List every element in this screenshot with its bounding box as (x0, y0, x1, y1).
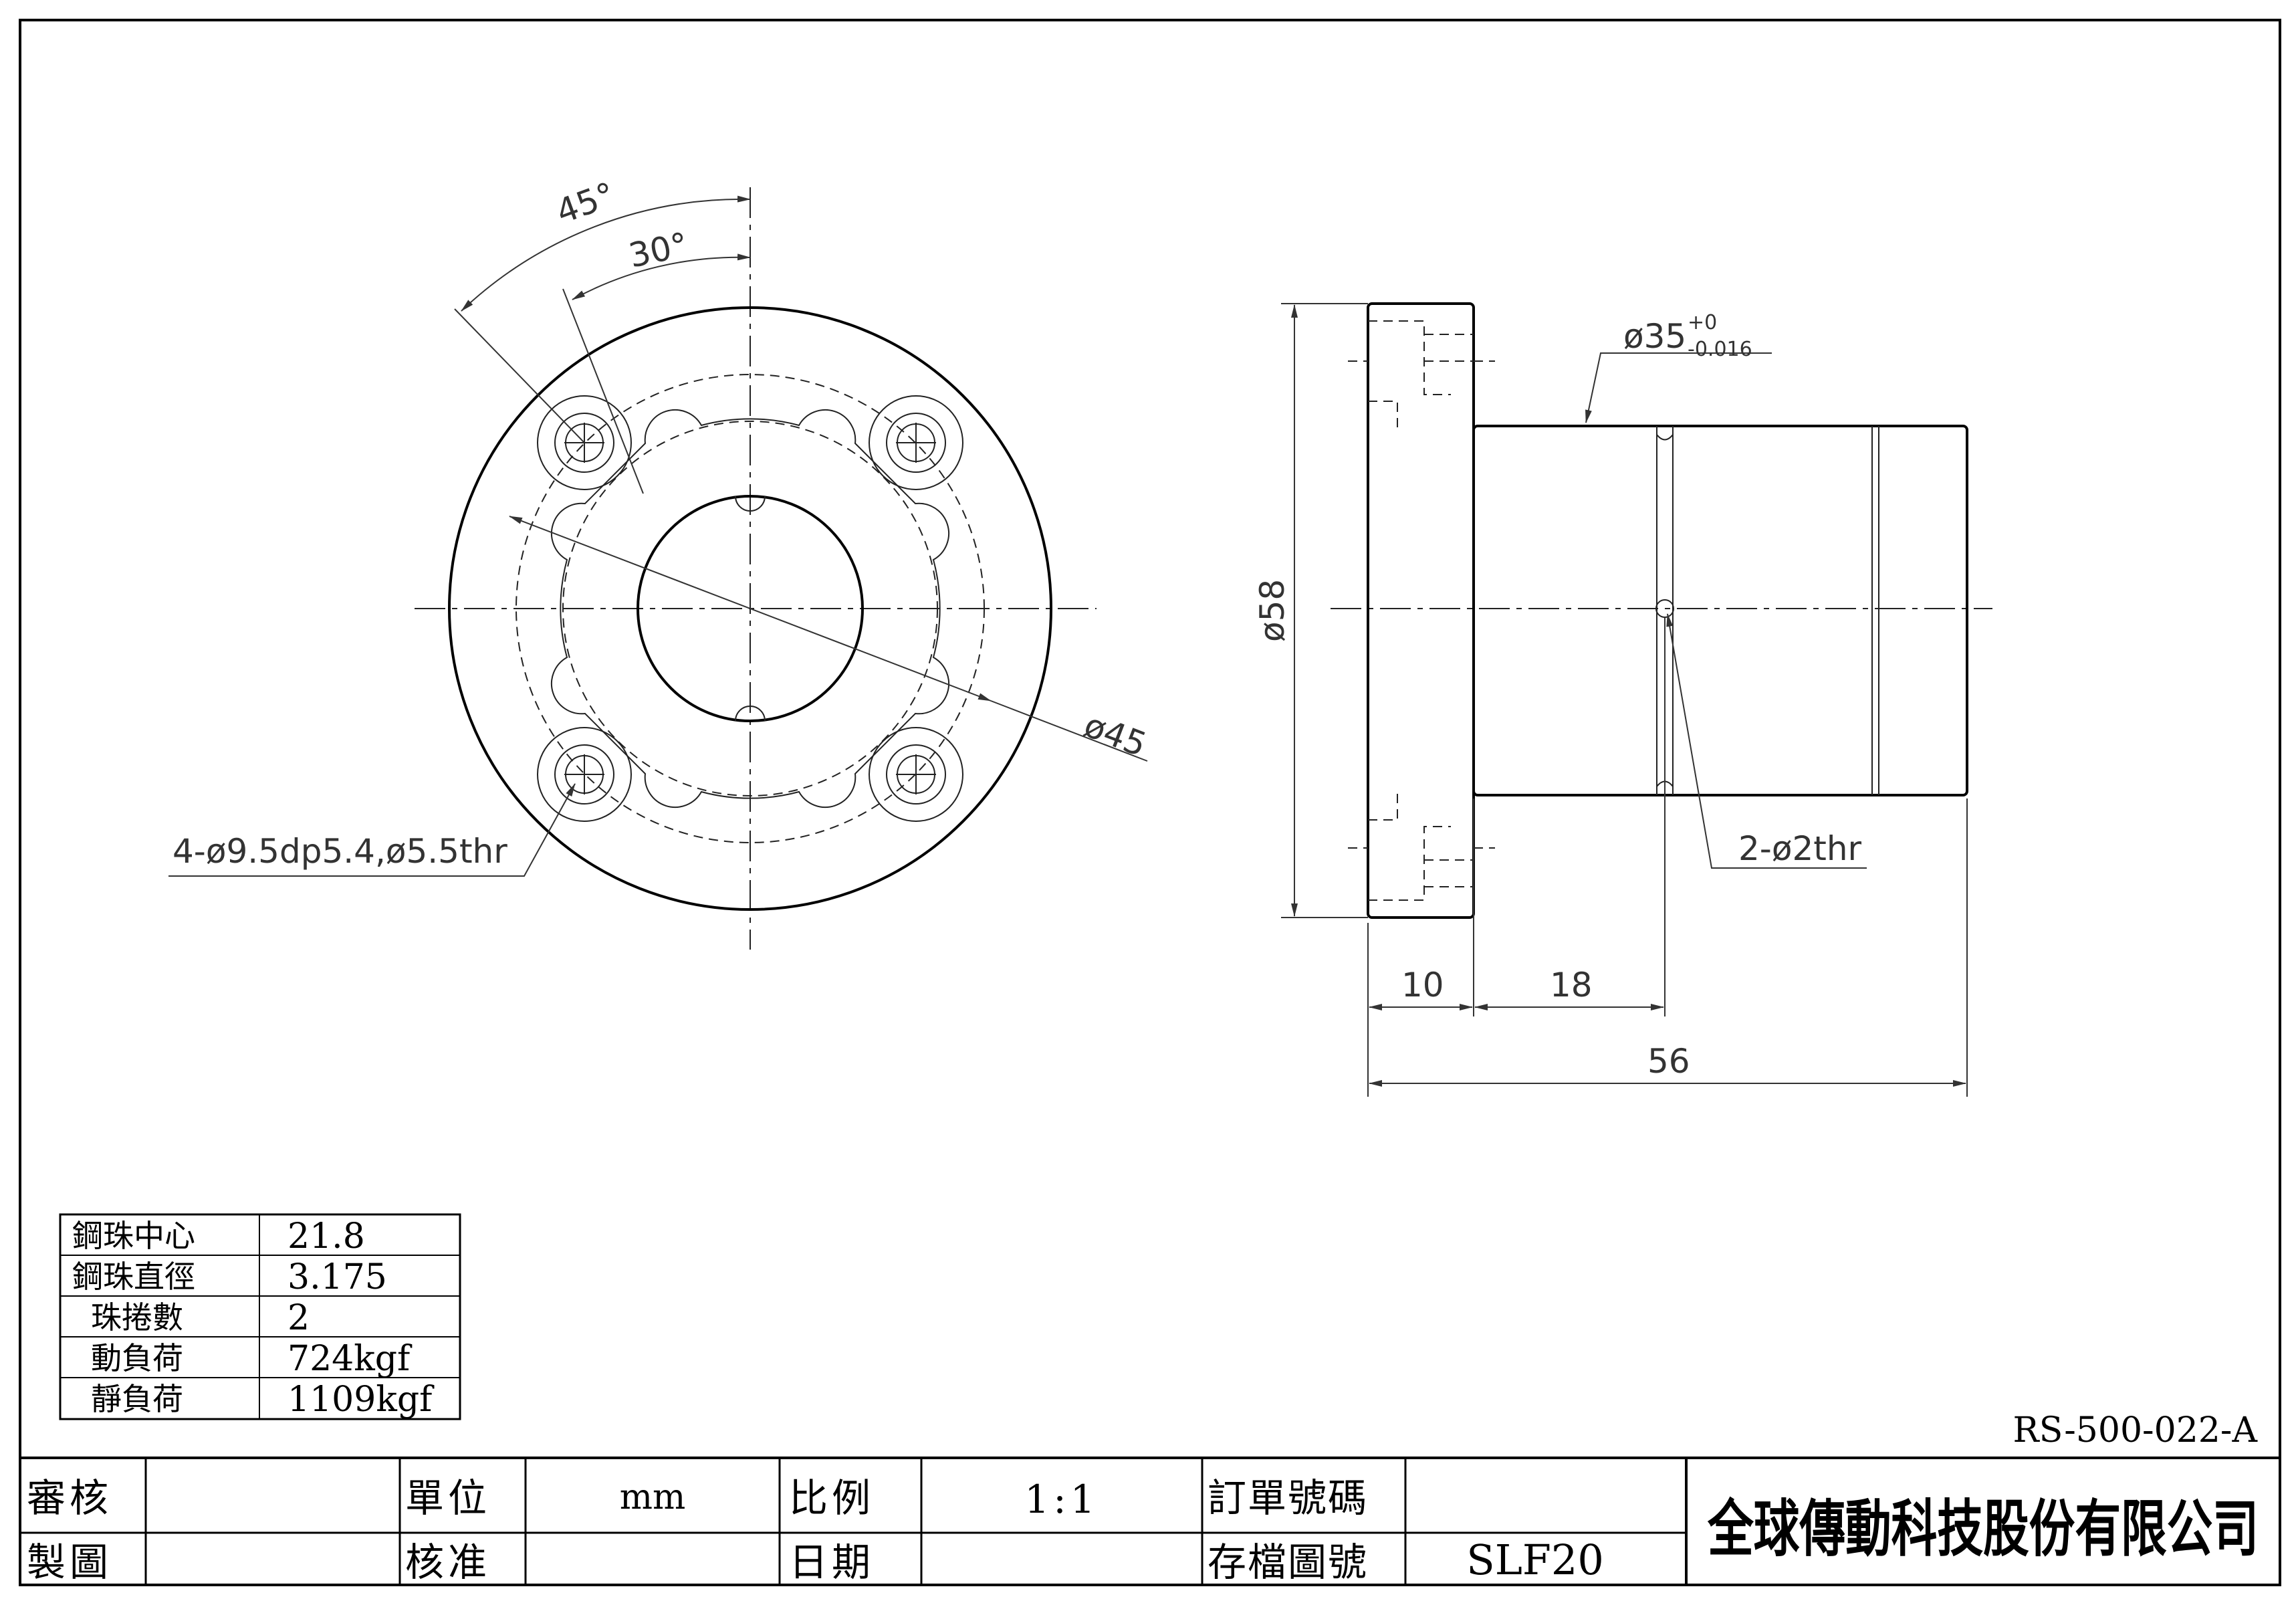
spec-table: 鋼珠中心 21.8 鋼珠直徑 3.175 珠捲數 2 動負荷 724kgf 靜負… (59, 1213, 461, 1420)
len-56-label: 56 (1647, 1042, 1690, 1081)
angle-30-label: 30° (625, 225, 691, 276)
hole-spec-label: 4-ø9.5dp5.4,ø5.5thr (173, 832, 507, 871)
dia-45-leader (509, 516, 992, 702)
bore-notch-top (735, 496, 766, 512)
bore-notch-bottom (735, 706, 766, 722)
dia-45-label: ø45 (1079, 706, 1152, 764)
sheet-border (19, 19, 2281, 1586)
side-view: ø58 ø35 +0 -0.016 2-ø2thr 10 18 56 (1253, 302, 1992, 1097)
angle-arc-30 (572, 253, 751, 300)
file-value: SLF20 (1466, 1535, 1604, 1584)
review-label: 審核 (27, 1475, 112, 1521)
spec-value-turns: 2 (288, 1298, 310, 1338)
bolt-hole-top-left (537, 395, 632, 490)
flange-side (1367, 302, 1475, 919)
unit-value: mm (620, 1477, 686, 1517)
scale-label: 比例 (789, 1475, 875, 1521)
hole-note-leader (1666, 613, 1867, 869)
scale-value: 1:1 (1024, 1477, 1099, 1522)
date-label: 日期 (789, 1539, 875, 1585)
drawing-code: RS-500-022-A (2013, 1410, 2259, 1451)
draw-label: 製圖 (27, 1539, 112, 1585)
company-name: 全球傳動科技股份有限公司 (1707, 1493, 2259, 1565)
tol-lower: -0.016 (1688, 338, 1752, 361)
file-label: 存檔圖號 (1208, 1539, 1368, 1585)
dia-58-label: ø58 (1253, 579, 1292, 642)
spec-value-ball-diameter: 3.175 (288, 1257, 387, 1297)
spec-label-ball-diameter: 鋼珠直徑 (72, 1259, 195, 1295)
hole-note-label: 2-ø2thr (1738, 829, 1862, 868)
hole-spec-leader (168, 783, 576, 877)
spec-value-ball-center: 21.8 (288, 1216, 365, 1257)
bolt-hole-top-right (869, 395, 963, 490)
bolt-hole-bottom-right (869, 727, 963, 822)
len-10-label: 10 (1401, 966, 1444, 1004)
body-side (1472, 425, 1968, 796)
spec-label-dynamic-load: 動負荷 (91, 1340, 183, 1376)
unit-label: 單位 (405, 1475, 491, 1521)
dia-35-label: ø35 (1623, 317, 1686, 356)
angle-45-label: 45° (551, 175, 620, 231)
oil-hole (1655, 599, 1674, 618)
spec-label-turns: 珠捲數 (91, 1299, 183, 1335)
len-18-label: 18 (1550, 966, 1593, 1004)
spec-label-static-load: 靜負荷 (91, 1381, 183, 1417)
angle-arc-45 (461, 195, 751, 312)
bolt-hole-bottom-left (537, 727, 632, 822)
approve-label: 核准 (405, 1539, 491, 1585)
title-block: 審核 製圖 單位 mm 核准 比例 1:1 日期 訂單號碼 存檔圖號 SLF20… (20, 1457, 2280, 1585)
front-view: 45° 30° ø45 4-ø9.5dp5.4,ø5.5thr (168, 175, 1151, 950)
spec-value-static-load: 1109kgf (288, 1380, 435, 1420)
order-label: 訂單號碼 (1208, 1475, 1368, 1521)
spec-value-dynamic-load: 724kgf (288, 1339, 413, 1379)
dia-35-leader (1585, 352, 1772, 423)
spec-label-ball-center: 鋼珠中心 (72, 1218, 195, 1254)
tol-upper: +0 (1688, 311, 1717, 334)
